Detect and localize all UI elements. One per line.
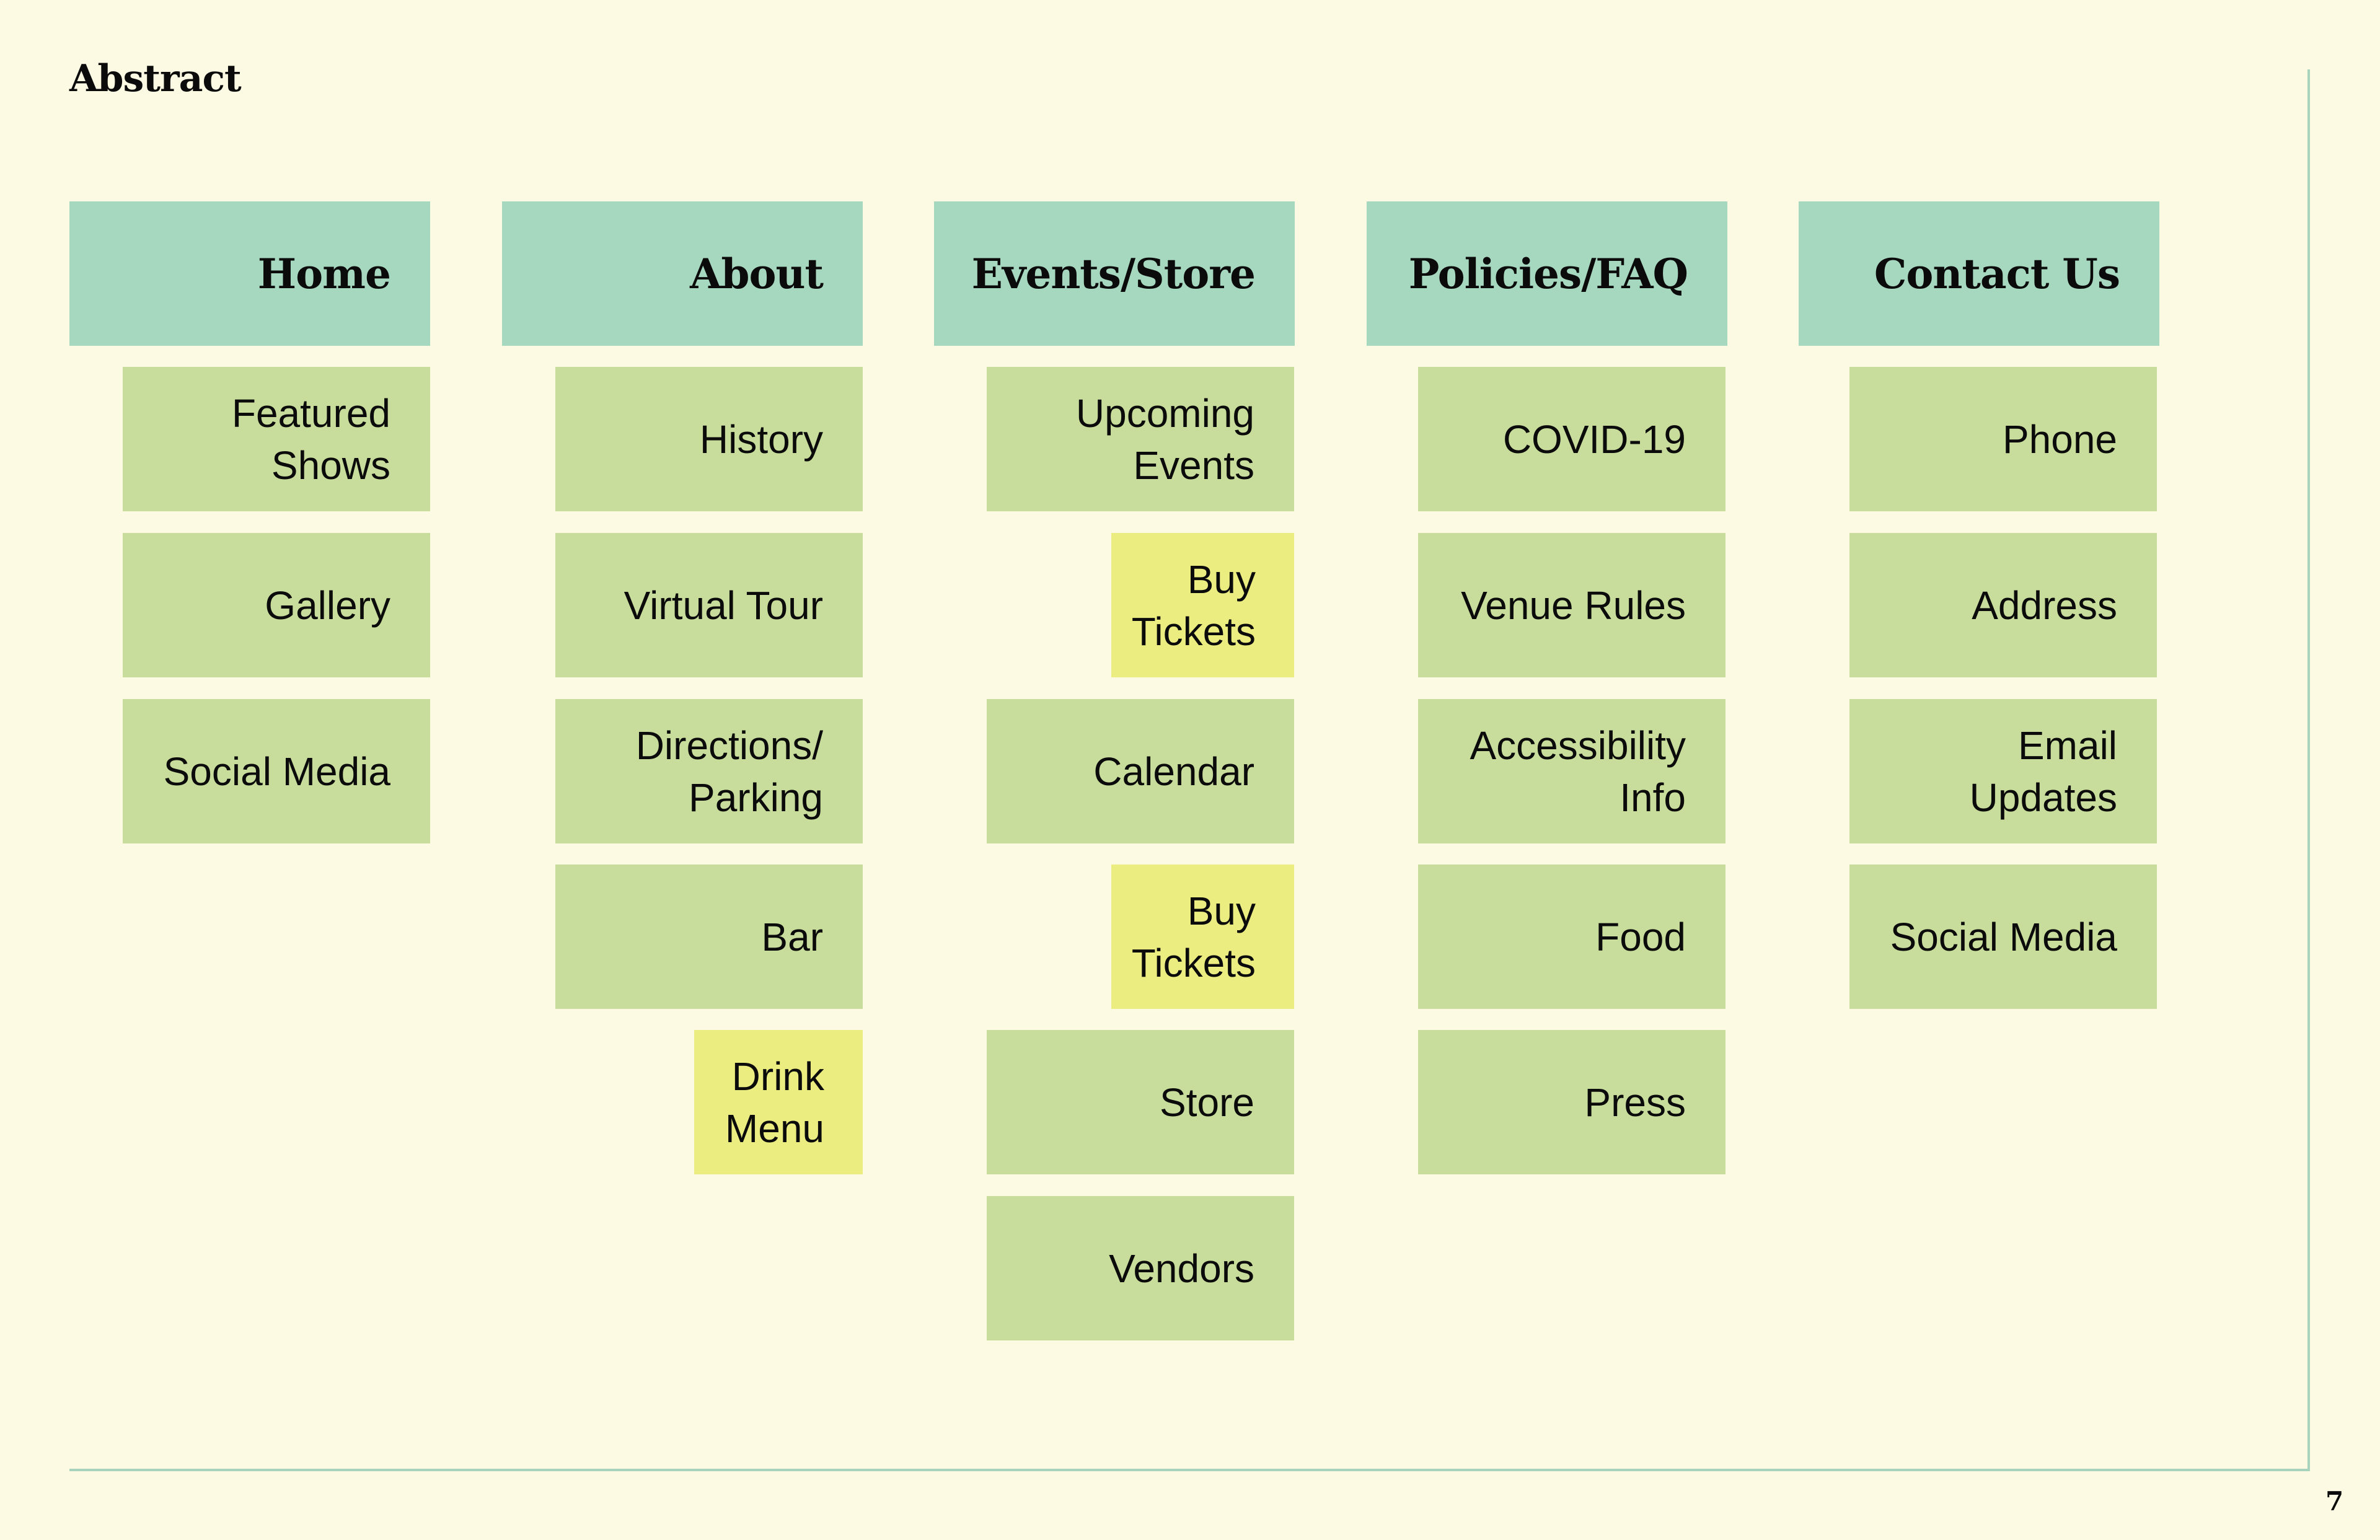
sitemap-node-email-updates: Email Updates xyxy=(1849,699,2157,843)
sitemap-node-calendar: Calendar xyxy=(987,699,1294,843)
sitemap-node-accessibility-info: Accessibility Info xyxy=(1418,699,1726,843)
sitemap-node-store: Store xyxy=(987,1030,1294,1174)
sitemap-node-featured-shows: Featured Shows xyxy=(123,367,430,511)
sitemap-node-history: History xyxy=(555,367,863,511)
sitemap-node-covid-19: COVID-19 xyxy=(1418,367,1726,511)
sitemap-node-vendors: Vendors xyxy=(987,1196,1294,1340)
sitemap-node-upcoming-events: Upcoming Events xyxy=(987,367,1294,511)
page-number: 7 xyxy=(2325,1486,2344,1516)
sitemap-node-directions-parking: Directions/ Parking xyxy=(555,699,863,843)
sitemap-node-virtual-tour: Virtual Tour xyxy=(555,533,863,677)
sitemap-node-address: Address xyxy=(1849,533,2157,677)
sitemap-node-policies-faq: Policies/FAQ xyxy=(1367,201,1727,346)
sitemap-node-venue-rules: Venue Rules xyxy=(1418,533,1726,677)
sitemap-node-food: Food xyxy=(1418,865,1726,1009)
page-title: Abstract xyxy=(69,57,242,100)
sitemap-node-bar: Bar xyxy=(555,865,863,1009)
sitemap-node-drink-menu: Drink Menu xyxy=(694,1030,863,1174)
sitemap-node-contact-us: Contact Us xyxy=(1799,201,2159,346)
sitemap-node-social-media: Social Media xyxy=(1849,865,2157,1009)
sitemap-node-buy-tickets: Buy Tickets xyxy=(1111,865,1294,1009)
sitemap-node-phone: Phone xyxy=(1849,367,2157,511)
sitemap-node-social-media: Social Media xyxy=(123,699,430,843)
sitemap-node-about: About xyxy=(502,201,863,346)
frame-bottom-border xyxy=(69,1469,2310,1471)
sitemap-node-events-store: Events/Store xyxy=(934,201,1295,346)
sitemap-node-gallery: Gallery xyxy=(123,533,430,677)
sitemap-node-press: Press xyxy=(1418,1030,1726,1174)
sitemap-node-buy-tickets: Buy Tickets xyxy=(1111,533,1294,677)
sitemap-node-home: Home xyxy=(69,201,430,346)
frame-right-border xyxy=(2307,69,2310,1471)
